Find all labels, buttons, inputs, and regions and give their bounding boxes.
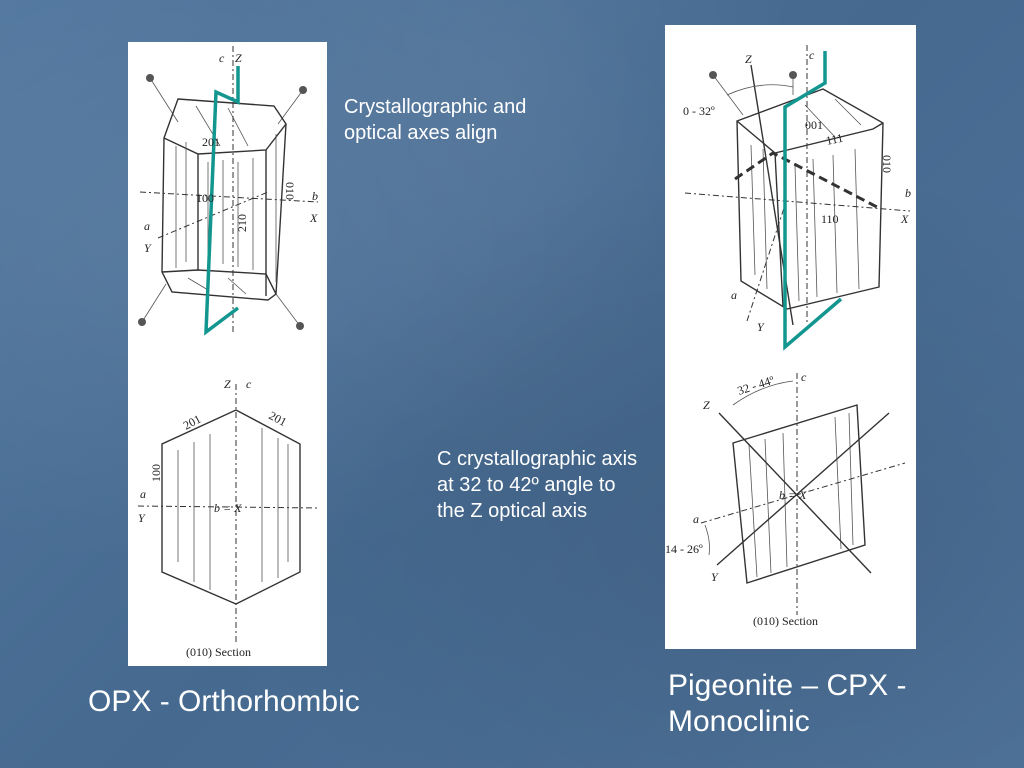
opx-caption: OPX - Orthorhombic bbox=[88, 685, 360, 718]
opx-face-201-label: 201 bbox=[202, 135, 220, 149]
axes-align-note: Crystallographic and optical axes align bbox=[344, 96, 527, 144]
cpx-crystal-a-label: a bbox=[731, 288, 737, 302]
opx-diagram: c Z 201 100 210 010 b X a Y Z bbox=[137, 46, 321, 659]
cpx-face-010-label: 010 bbox=[880, 155, 894, 173]
cpx-figure-panel: Z c 0 - 32º 001 111 010 110 b X a Y bbox=[665, 25, 916, 649]
opx-section-z-label: Z bbox=[224, 377, 231, 391]
opx-crystal-a-label: a bbox=[144, 219, 150, 233]
opx-crystal-x-label: X bbox=[309, 211, 318, 225]
cpx-section-drawing: 32 - 44º c Z b = X a 14 - 26º Y (010) Se… bbox=[665, 370, 906, 628]
cpx-face-111-label: 111 bbox=[825, 131, 845, 148]
cpx-crystal-c-label: c bbox=[809, 48, 815, 62]
cpx-face-001-label: 001 bbox=[805, 118, 823, 132]
pigeonite-caption: Pigeonite – CPX - Monoclinic bbox=[668, 669, 907, 738]
cpx-diagram: Z c 0 - 32º 001 111 010 110 b X a Y bbox=[665, 45, 911, 628]
opx-section-drawing: Z c 201 201 100 a Y b = X (010) Section bbox=[137, 377, 321, 659]
opx-crystal-drawing: c Z 201 100 210 010 b X a Y bbox=[138, 46, 319, 336]
opx-section-a-label: a bbox=[140, 487, 146, 501]
cpx-face-110-label: 110 bbox=[821, 212, 839, 226]
cpx-section-b-eq-x-label: b = X bbox=[779, 488, 807, 502]
cpx-crystal-b-label: b bbox=[905, 186, 911, 200]
cpx-crystal-z-label: Z bbox=[745, 52, 752, 66]
cpx-section-y-label: Y bbox=[711, 570, 719, 584]
opx-section-y-label: Y bbox=[138, 511, 146, 525]
cpx-crystal-y-label: Y bbox=[757, 320, 765, 334]
opx-section-b-eq-x-label: b = X bbox=[214, 501, 242, 515]
opx-crystal-z-label: Z bbox=[235, 51, 242, 65]
cpx-crystal-drawing: Z c 0 - 32º 001 111 010 110 b X a Y bbox=[683, 45, 911, 351]
cpx-crystal-x-label: X bbox=[900, 212, 909, 226]
opx-section-201-left-label: 201 bbox=[181, 412, 203, 433]
cpx-crystal-angle-label: 0 - 32º bbox=[683, 104, 715, 118]
opx-crystal-c-label: c bbox=[219, 51, 225, 65]
opx-face-100-label: 100 bbox=[196, 191, 214, 205]
opx-section-201-right-label: 201 bbox=[267, 408, 289, 429]
cpx-section-z-label: Z bbox=[703, 398, 710, 412]
opx-figure-panel: c Z 201 100 210 010 b X a Y Z bbox=[128, 42, 327, 666]
c-axis-angle-note: C crystallographic axis at 32 to 42º ang… bbox=[437, 448, 638, 522]
cpx-section-title: (010) Section bbox=[753, 614, 818, 628]
opx-section-title: (010) Section bbox=[186, 645, 251, 659]
cpx-section-angle2-label: 14 - 26º bbox=[665, 542, 703, 556]
opx-crystal-b-label: b bbox=[312, 189, 318, 203]
cpx-section-c-label: c bbox=[801, 370, 807, 384]
opx-crystal-y-label: Y bbox=[144, 241, 152, 255]
opx-face-010-label: 010 bbox=[283, 182, 297, 200]
cpx-section-angle-label: 32 - 44º bbox=[736, 373, 776, 398]
opx-section-100-label: 100 bbox=[149, 464, 163, 482]
opx-face-210-label: 210 bbox=[235, 214, 249, 232]
opx-section-c-label: c bbox=[246, 377, 252, 391]
cpx-section-a-label: a bbox=[693, 512, 699, 526]
